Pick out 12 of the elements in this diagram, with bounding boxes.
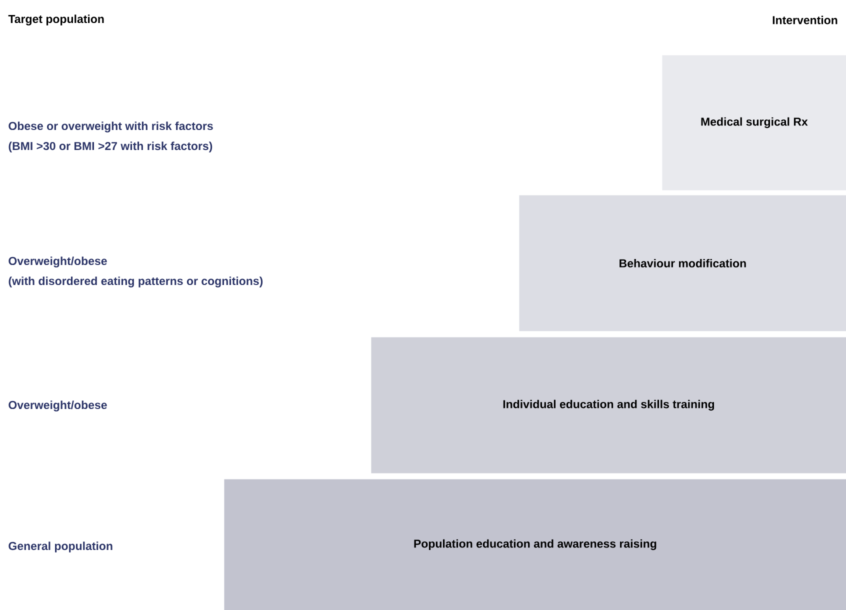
intervention-step: Behaviour modification xyxy=(519,195,846,332)
population-label: Overweight/obese xyxy=(8,256,107,268)
intervention-step: Individual education and skills training xyxy=(371,337,846,474)
population-label: (with disordered eating patterns or cognitions) xyxy=(8,276,263,288)
column-header: Intervention xyxy=(772,16,838,24)
column-header: Target population xyxy=(8,14,104,26)
population-label: Overweight/obese xyxy=(8,400,107,412)
population-label: (BMI >30 or BMI >27 with risk factors) xyxy=(8,142,212,152)
intervention-step: Medical surgical Rx xyxy=(662,55,846,190)
intervention-step: Population education and awareness raising xyxy=(224,479,846,610)
population-label: General population xyxy=(8,542,112,552)
population-label: Obese or overweight with risk factors xyxy=(8,122,213,132)
